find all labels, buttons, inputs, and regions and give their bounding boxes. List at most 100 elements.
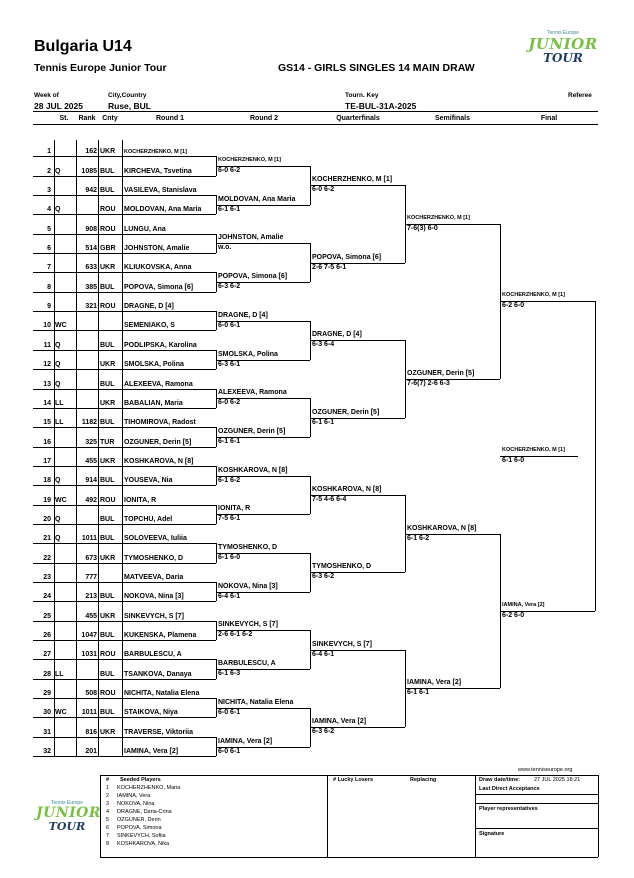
col-round1: Round 1 — [156, 115, 184, 122]
player-country: BUL — [100, 535, 115, 543]
logo-tour-text: TOUR — [543, 51, 583, 65]
tournament-title: Bulgaria U14 — [34, 38, 132, 55]
match-score: 6-3 6-2 — [312, 573, 335, 581]
bracket-line — [216, 398, 310, 400]
player-name: PODLIPSKA, Karolina — [124, 341, 197, 349]
tourn-key-value: TE-BUL-31A-2025 — [345, 101, 417, 111]
player-country: UKR — [100, 554, 116, 562]
bracket-line — [310, 417, 405, 419]
winner-name: KOSHKAROVA, N [8] — [312, 485, 382, 493]
player-country: BUL — [100, 341, 115, 349]
player-country: ROU — [100, 690, 116, 698]
bracket-line — [500, 301, 595, 303]
player-country: BUL — [100, 632, 115, 640]
match-score: 7-5 6-1 — [218, 515, 241, 523]
footer-logo-tour: TOUR — [48, 820, 86, 833]
draw-position: 18 — [43, 477, 51, 485]
seeded-title: Seeded Players — [120, 777, 161, 783]
player-rank: 162 — [85, 148, 97, 156]
entry-status: LL — [55, 399, 64, 407]
match-score: 6-0 6-1 — [218, 747, 241, 755]
winner-name: ALEXEEVA, Ramona — [218, 389, 287, 397]
website-link[interactable]: www.tenniseurope.org — [518, 767, 573, 773]
match-score: 6-1 6-2 — [407, 534, 430, 542]
seeded-player-name: KOSHKAROVA, Nika — [117, 841, 170, 847]
footer-cell-rule — [475, 803, 598, 804]
draw-position: 13 — [43, 380, 51, 388]
bracket-connector — [216, 465, 217, 486]
draw-position: 29 — [43, 690, 51, 698]
match-score: 6-0 6-2 — [312, 186, 335, 194]
draw-position: 8 — [47, 283, 51, 291]
player-country: BUL — [100, 515, 115, 523]
player-country: BUL — [100, 187, 115, 195]
draw-position: 21 — [43, 535, 51, 543]
player-rank: 321 — [85, 303, 97, 311]
footer-cell-rule — [475, 828, 598, 829]
col-round2: Round 2 — [250, 115, 278, 122]
entry-status: Q — [55, 477, 61, 485]
bracket-connector — [216, 272, 217, 292]
player-name: NOKOVA, Nina [3] — [124, 593, 184, 601]
col-st: St. — [59, 115, 69, 122]
seeded-player-name: IAMINA, Vera — [117, 793, 151, 799]
logo-top-text: Tennis Europe — [547, 30, 579, 36]
week-label: Week of — [34, 92, 59, 99]
match-score: 2-6 6-1 6-2 — [218, 631, 253, 639]
winner-name: KOCHERZHENKO, M [1] — [312, 176, 393, 184]
seed-number: 2 — [106, 793, 110, 799]
player-name: IAMINA, Vera [2] — [124, 748, 179, 756]
player-country: UKR — [100, 264, 116, 272]
winner-name: IAMINA, Vera [2] — [407, 679, 462, 687]
bracket-line — [310, 185, 405, 187]
bracket-line — [310, 340, 405, 342]
match-score: 6-0 6-2 — [218, 167, 241, 175]
player-country: ROU — [100, 496, 116, 504]
bracket-line — [500, 456, 578, 458]
winner-name: IAMINA, Vera [2] — [312, 718, 367, 726]
draw-position: 19 — [43, 496, 51, 504]
footer-sep — [327, 775, 328, 857]
logo-junior-text: JUNIOR — [528, 35, 598, 53]
draw-position: 24 — [43, 593, 51, 601]
winner-name: DRAGNE, D [4] — [218, 311, 268, 319]
player-name: KIRCHEVA, Tsvetina — [124, 167, 192, 175]
entry-status: WC — [55, 496, 67, 504]
champion-name: KOCHERZHENKO, M [1] — [502, 447, 565, 454]
entry-status: LL — [55, 419, 64, 427]
player-country: BUL — [100, 477, 115, 485]
player-name: DRAGNE, D [4] — [124, 303, 174, 311]
replacing-label: Replacing — [410, 777, 437, 783]
junior-tour-logo: Tennis Europe JUNIOR TOUR — [528, 30, 598, 64]
player-name: MATVEEVA, Daria — [124, 574, 184, 582]
seeded-player-name: DRAGNE, Daria-Crina — [117, 809, 172, 815]
player-rank: 325 — [85, 438, 97, 446]
bracket-line — [405, 688, 500, 690]
player-rank: 201 — [85, 748, 97, 756]
player-name: TYMOSHENKO, D — [124, 554, 184, 562]
match-score: 6-1 6-0 — [218, 554, 241, 562]
match-score: 6-1 6-3 — [218, 670, 241, 678]
event-name: GS14 - GIRLS SINGLES 14 MAIN DRAW — [278, 62, 475, 74]
player-name: SEMENIAKO, S — [124, 322, 175, 330]
player-name: KOSHKAROVA, N [8] — [124, 457, 194, 465]
seeded-player-name: OZGUNER, Derin — [117, 817, 161, 823]
match-score: w.o. — [218, 244, 232, 252]
seeded-player-name: KOCHERZHENKO, Maria — [117, 785, 181, 791]
entry-status: Q — [55, 380, 61, 388]
winner-name: SMOLSKA, Polina — [218, 350, 278, 358]
player-name: OZGUNER, Derin [5] — [124, 438, 192, 446]
player-name: KOCHERZHENKO, M [1] — [124, 149, 187, 156]
bracket-line — [405, 224, 500, 226]
